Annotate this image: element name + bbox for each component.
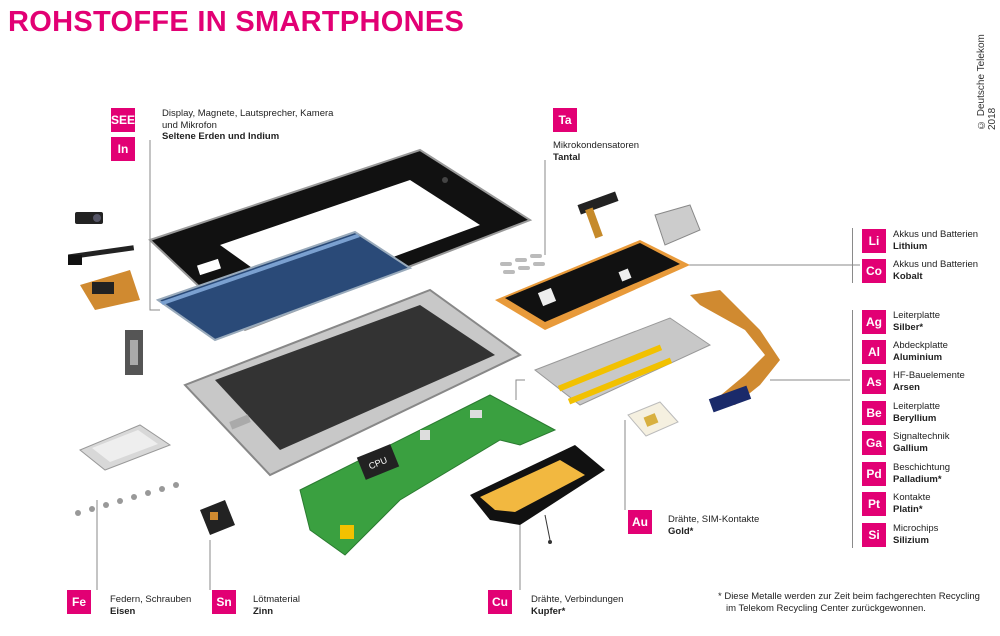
label-see: Display, Magnete, Lautsprecher, Kamera u… xyxy=(162,108,333,143)
battery xyxy=(495,240,690,330)
label-fe-desc: Federn, Schrauben xyxy=(110,594,192,605)
page-title: ROHSTOFFE IN SMARTPHONES xyxy=(8,6,465,38)
bracket-li-co xyxy=(852,228,853,283)
label-si-name: Silizium xyxy=(893,534,929,546)
display-panel xyxy=(155,230,413,342)
mainboard: CPU xyxy=(299,394,557,556)
badge-pt: Pt xyxy=(862,492,886,516)
label-see-desc: Display, Magnete, Lautsprecher, Kamera xyxy=(162,108,334,119)
badge-pd: Pd xyxy=(862,462,886,486)
badge-ga: Ga xyxy=(862,431,886,455)
label-sn-name: Zinn xyxy=(253,605,274,617)
label-co-name: Kobalt xyxy=(893,270,923,282)
flex-small-2 xyxy=(80,270,140,310)
label-co-desc: Akkus und Batterien xyxy=(893,259,979,270)
speaker-module xyxy=(470,445,605,544)
label-as-name: Arsen xyxy=(893,381,920,393)
label-cu-name: Kupfer* xyxy=(531,605,566,617)
badge-be: Be xyxy=(862,401,886,425)
label-si-desc: Microchips xyxy=(893,523,939,534)
label-fe-name: Eisen xyxy=(110,605,136,617)
label-see-name: Seltene Erden und Indium xyxy=(162,131,280,142)
capacitor-clips xyxy=(500,254,545,274)
label-pt-name: Platin* xyxy=(893,503,923,515)
label-al-desc: Abdeckplatte xyxy=(893,340,948,351)
footnote-line1: * Diese Metalle werden zur Zeit beim fac… xyxy=(718,591,980,602)
badge-fe: Fe xyxy=(67,590,91,614)
label-sn-desc: Lötmaterial xyxy=(253,594,300,605)
solder-bracket xyxy=(200,500,235,535)
sim-card xyxy=(627,401,679,437)
midplate xyxy=(183,288,522,477)
label-ag-name: Silber* xyxy=(893,321,924,333)
footnote: * Diese Metalle werden zur Zeit beim fac… xyxy=(718,591,980,615)
contact-strip-board xyxy=(533,317,712,406)
label-ag-desc: Leiterplatte xyxy=(893,310,941,321)
screws-row xyxy=(75,482,179,516)
label-li-name: Lithium xyxy=(893,240,928,252)
label-ga-desc: Signaltechnik xyxy=(893,431,950,442)
label-pd-name: Palladium* xyxy=(893,473,942,485)
label-as-desc: HF-Bauelemente xyxy=(893,370,965,381)
badge-in: In xyxy=(111,137,135,161)
label-au-desc: Drähte, SIM-Kontakte xyxy=(668,514,760,525)
top-flex-parts xyxy=(577,191,701,246)
camera-module xyxy=(75,212,103,224)
flex-small-1 xyxy=(68,245,135,265)
badge-see: SEE xyxy=(111,108,135,132)
badge-ag: Ag xyxy=(862,310,886,334)
badge-au: Au xyxy=(628,510,652,534)
badge-as: As xyxy=(862,370,886,394)
label-pd-desc: Beschichtung xyxy=(893,462,951,473)
badge-cu: Cu xyxy=(488,590,512,614)
label-li-desc: Akkus und Batterien xyxy=(893,229,979,240)
vibration-motor xyxy=(125,330,143,375)
label-be-name: Beryllium xyxy=(893,412,937,424)
badge-sn: Sn xyxy=(212,590,236,614)
label-cu-desc: Drähte, Verbindungen xyxy=(531,594,624,605)
label-see-desc2: und Mikrofon xyxy=(162,119,217,131)
badge-al: Al xyxy=(862,340,886,364)
footnote-line2: im Telekom Recycling Center zurückgewonn… xyxy=(726,603,926,614)
label-ta: Mikrokondensatoren Tantal xyxy=(553,140,639,163)
badge-co: Co xyxy=(862,259,886,283)
label-be-desc: Leiterplatte xyxy=(893,401,941,412)
right-flex-cable xyxy=(690,290,780,413)
label-pt-desc: Kontakte xyxy=(893,492,931,503)
leader-lines xyxy=(96,140,860,590)
badge-ta: Ta xyxy=(553,108,577,132)
badge-si: Si xyxy=(862,523,886,547)
label-ga-name: Gallium xyxy=(893,442,928,454)
label-ta-name: Tantal xyxy=(553,151,581,163)
label-ta-desc: Mikrokondensatoren xyxy=(553,140,640,151)
sim-tray xyxy=(79,424,172,471)
label-au-name: Gold* xyxy=(668,525,694,537)
badge-li: Li xyxy=(862,229,886,253)
label-al-name: Aluminium xyxy=(893,351,943,363)
bracket-ag-si xyxy=(852,310,853,548)
